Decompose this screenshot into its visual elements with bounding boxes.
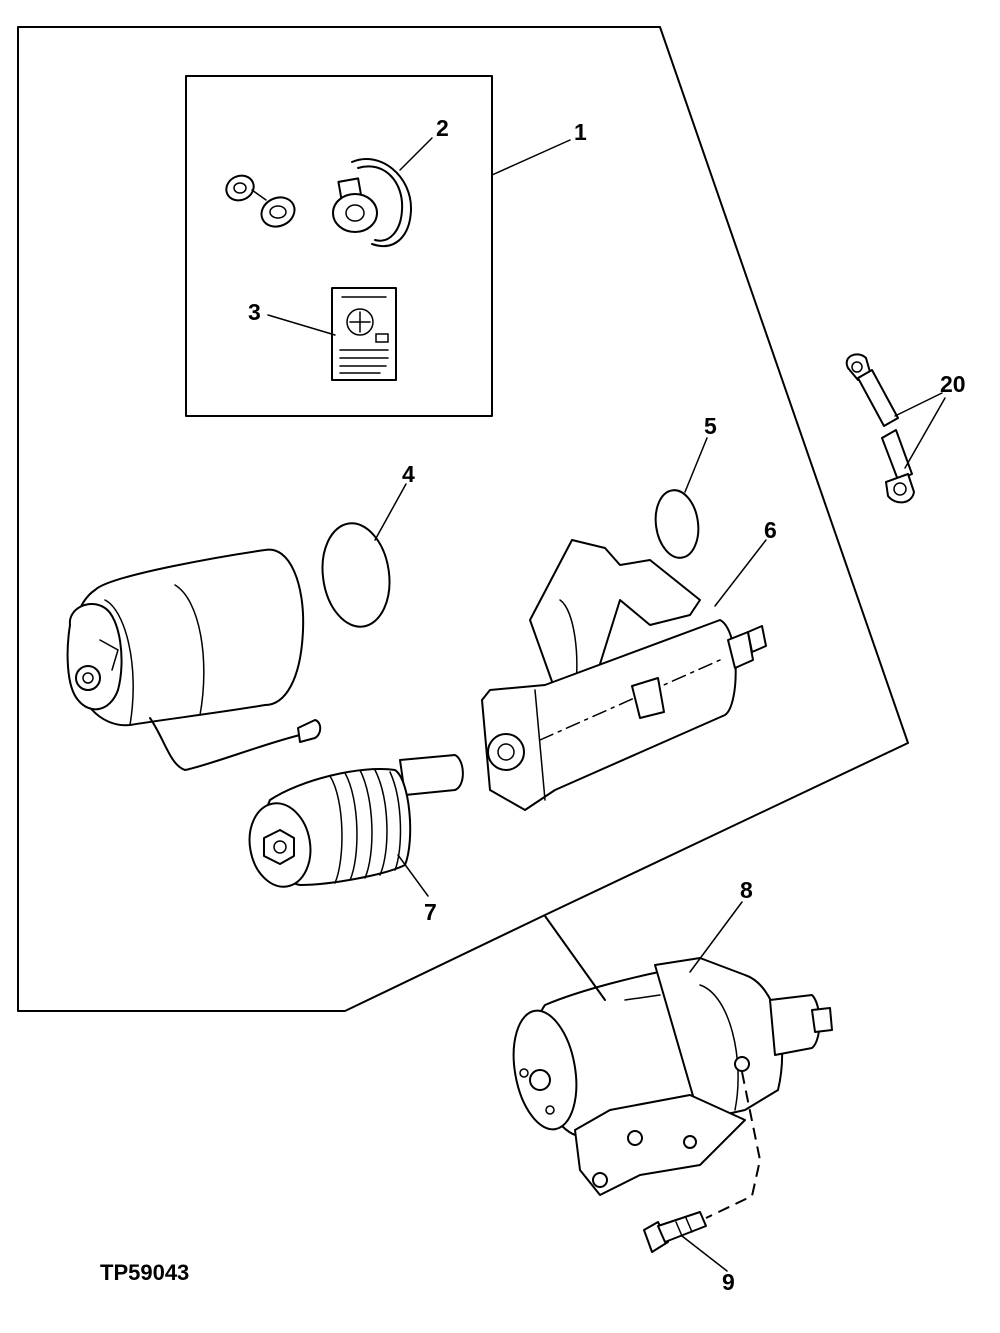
callout-20: 20 xyxy=(940,371,966,397)
leader-lines xyxy=(267,137,946,1272)
figure-id: TP59043 xyxy=(100,1260,189,1285)
callout-3: 3 xyxy=(248,299,261,325)
callout-5: 5 xyxy=(704,413,717,439)
callout-6: 6 xyxy=(764,517,777,543)
starter-motor-icon xyxy=(512,957,833,1196)
bolt-icon xyxy=(643,1211,707,1253)
callout-7: 7 xyxy=(424,899,437,925)
field-frame-icon xyxy=(66,548,322,771)
o-ring-icon xyxy=(321,522,391,628)
clamp-ring-icon xyxy=(332,158,413,247)
instruction-sheet-icon xyxy=(331,287,397,381)
kit-box xyxy=(185,75,493,417)
o-ring-icon xyxy=(654,489,700,559)
washer-pair-icon xyxy=(225,174,296,228)
callout-2: 2 xyxy=(436,115,449,141)
ground-strap-icon xyxy=(845,353,915,504)
bolt-alignment-line xyxy=(705,1071,762,1219)
callout-1: 1 xyxy=(574,119,587,145)
drive-pinion-icon xyxy=(248,754,464,888)
callout-8: 8 xyxy=(740,877,753,903)
callout-9: 9 xyxy=(722,1269,735,1295)
callout-4: 4 xyxy=(402,461,415,487)
starter-housing-icon xyxy=(481,539,767,811)
